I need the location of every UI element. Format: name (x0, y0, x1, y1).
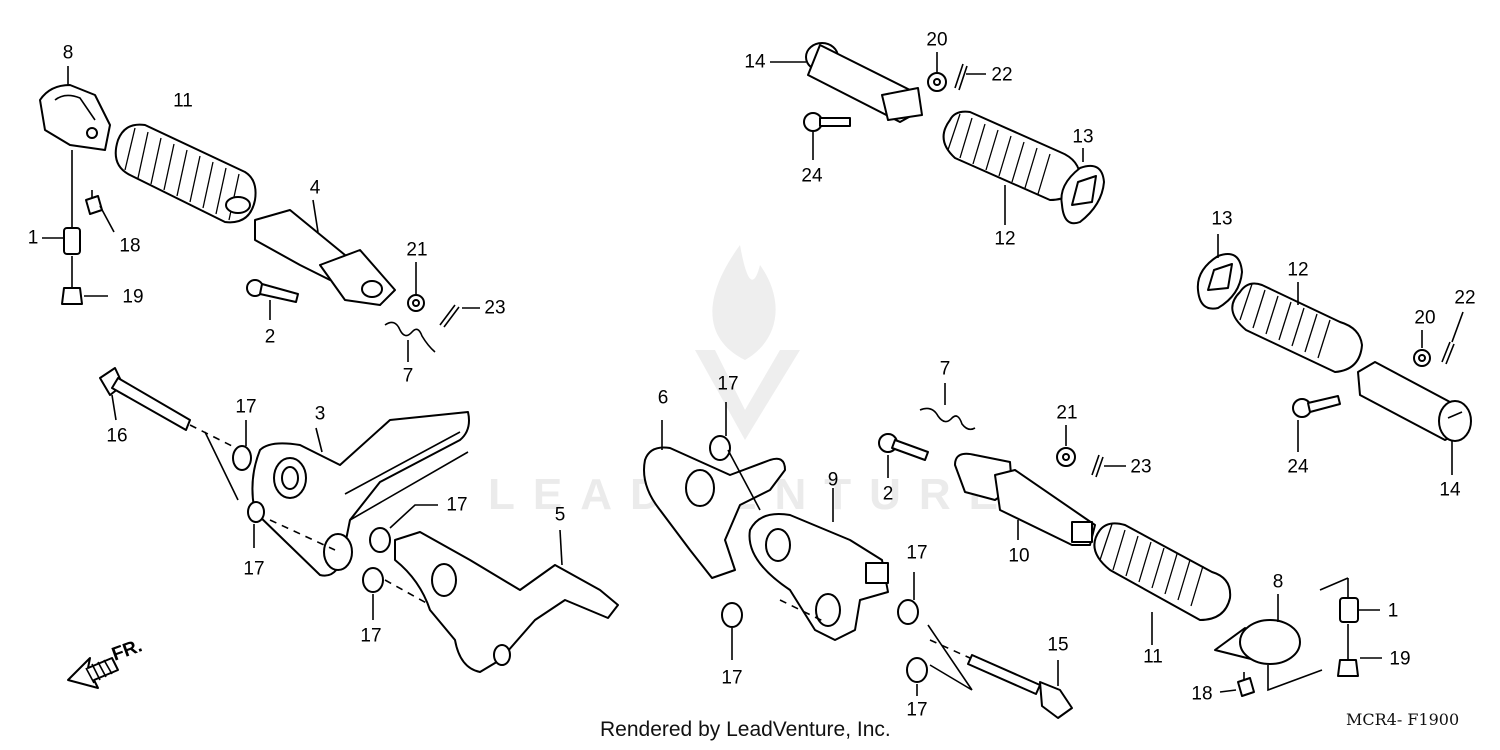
callout-17-g[interactable]: 17 (721, 667, 743, 689)
callout-12-right[interactable]: 12 (1287, 259, 1309, 281)
callout-11[interactable]: 11 (173, 90, 193, 112)
washer-21-center[interactable] (1056, 425, 1076, 467)
spacer-13-top[interactable] (1060, 148, 1105, 225)
callout-9[interactable]: 9 (827, 469, 839, 491)
callout-23-center[interactable]: 23 (1130, 456, 1152, 478)
callout-17-a[interactable]: 17 (235, 396, 257, 418)
bolt-18-right[interactable] (1219, 672, 1255, 697)
footer-credit: Rendered by LeadVenture, Inc. (600, 718, 891, 741)
callout-24[interactable]: 24 (801, 165, 823, 187)
callout-17-d[interactable]: 17 (360, 625, 382, 647)
step-holder-9[interactable] (748, 488, 889, 641)
footpeg-rubber-12-right[interactable] (1231, 282, 1363, 373)
callout-21[interactable]: 21 (406, 239, 428, 261)
watermark-logo (695, 245, 800, 440)
pin-2-left[interactable] (246, 279, 299, 320)
spring-7-left[interactable] (384, 321, 436, 362)
callout-17-b[interactable]: 17 (446, 494, 468, 516)
bolt-15[interactable] (929, 639, 1073, 719)
bolt-16[interactable] (99, 367, 241, 501)
callout-17-c[interactable]: 17 (243, 558, 265, 580)
callout-17-e[interactable]: 17 (717, 373, 739, 395)
spacer-13-right[interactable] (1196, 234, 1243, 310)
callout-17-h[interactable]: 17 (906, 699, 928, 721)
leader-lines-8-1 (67, 66, 73, 230)
washer-17-c[interactable] (369, 504, 438, 553)
callout-19-right[interactable]: 19 (1389, 648, 1411, 670)
footpeg-14-right[interactable] (1357, 361, 1472, 475)
callout-20-right[interactable]: 20 (1414, 307, 1436, 329)
washer-20-top[interactable] (927, 52, 947, 92)
callout-14[interactable]: 14 (744, 51, 766, 73)
washer-17-b[interactable] (247, 501, 265, 548)
cotter-pin-23-center[interactable] (1091, 454, 1126, 478)
washer-17-d[interactable] (362, 567, 384, 620)
bolt-19-left[interactable] (61, 256, 108, 305)
pin-2-center[interactable] (878, 433, 929, 478)
callout-22-right[interactable]: 22 (1454, 287, 1476, 309)
diagram-code: MCR4- F1900 (1346, 710, 1460, 729)
callout-14-right[interactable]: 14 (1439, 479, 1461, 501)
callout-8[interactable]: 8 (62, 42, 74, 64)
step-arm-5[interactable] (384, 529, 619, 673)
footpeg-4-left[interactable] (254, 199, 396, 306)
callout-13[interactable]: 13 (1072, 126, 1094, 148)
callout-22[interactable]: 22 (991, 64, 1013, 86)
footpeg-rubber-11-center[interactable] (1093, 522, 1232, 645)
callout-17-f[interactable]: 17 (906, 542, 928, 564)
washer-20-right[interactable] (1413, 330, 1431, 367)
footpeg-rubber-12-top[interactable] (942, 110, 1081, 225)
spring-7-center[interactable] (919, 383, 976, 431)
cotter-pin-22-top[interactable] (954, 63, 986, 91)
callout-16[interactable]: 16 (106, 425, 128, 447)
callout-19[interactable]: 19 (122, 286, 144, 308)
callout-3[interactable]: 3 (314, 403, 326, 425)
washer-17-g[interactable] (897, 572, 919, 625)
washer-17-e[interactable] (709, 402, 761, 511)
callout-18[interactable]: 18 (119, 235, 141, 257)
front-direction-arrow-icon (67, 657, 119, 689)
washer-21-left[interactable] (407, 262, 425, 312)
callout-7-center[interactable]: 7 (939, 358, 951, 380)
step-bracket-8-right[interactable] (1214, 594, 1301, 665)
footpeg-rubber-11-left[interactable] (114, 123, 257, 224)
cotter-pin-23-left[interactable] (439, 304, 480, 328)
callout-8-right[interactable]: 8 (1272, 571, 1284, 593)
washer-17-h[interactable] (906, 624, 973, 696)
callout-15[interactable]: 15 (1047, 634, 1069, 656)
callout-21-center[interactable]: 21 (1056, 402, 1078, 424)
footpeg-14-top[interactable] (770, 42, 923, 123)
collar-1-right[interactable] (1319, 577, 1380, 623)
callout-1[interactable]: 1 (27, 227, 39, 249)
step-holder-6[interactable] (643, 420, 786, 579)
bolt-18-left[interactable] (85, 190, 115, 233)
step-holder-3[interactable] (251, 411, 470, 577)
step-bracket-8-left[interactable] (39, 84, 111, 151)
callout-5[interactable]: 5 (554, 504, 566, 526)
callout-2[interactable]: 2 (264, 326, 276, 348)
footpeg-10[interactable] (954, 452, 1096, 546)
callout-6[interactable]: 6 (657, 387, 669, 409)
callout-7[interactable]: 7 (402, 365, 414, 387)
callout-18-right[interactable]: 18 (1191, 683, 1213, 705)
callout-1-right[interactable]: 1 (1387, 600, 1399, 622)
callout-2-center[interactable]: 2 (882, 483, 894, 505)
washer-17-a[interactable] (232, 420, 252, 471)
callout-20[interactable]: 20 (926, 29, 948, 51)
pin-24-right[interactable] (1292, 395, 1341, 452)
callout-24-right[interactable]: 24 (1287, 456, 1309, 478)
callout-23[interactable]: 23 (484, 297, 506, 319)
bolt-19-right[interactable] (1267, 624, 1382, 692)
callout-11-center[interactable]: 11 (1143, 646, 1163, 668)
collar-1-left[interactable] (42, 227, 81, 255)
callout-13-right[interactable]: 13 (1211, 208, 1233, 230)
pin-24-top[interactable] (803, 112, 851, 160)
washer-17-f[interactable] (721, 602, 743, 660)
callout-12[interactable]: 12 (994, 228, 1016, 250)
callout-4[interactable]: 4 (309, 177, 321, 199)
cotter-pin-22-right[interactable] (1441, 311, 1464, 365)
callout-10[interactable]: 10 (1008, 545, 1030, 567)
